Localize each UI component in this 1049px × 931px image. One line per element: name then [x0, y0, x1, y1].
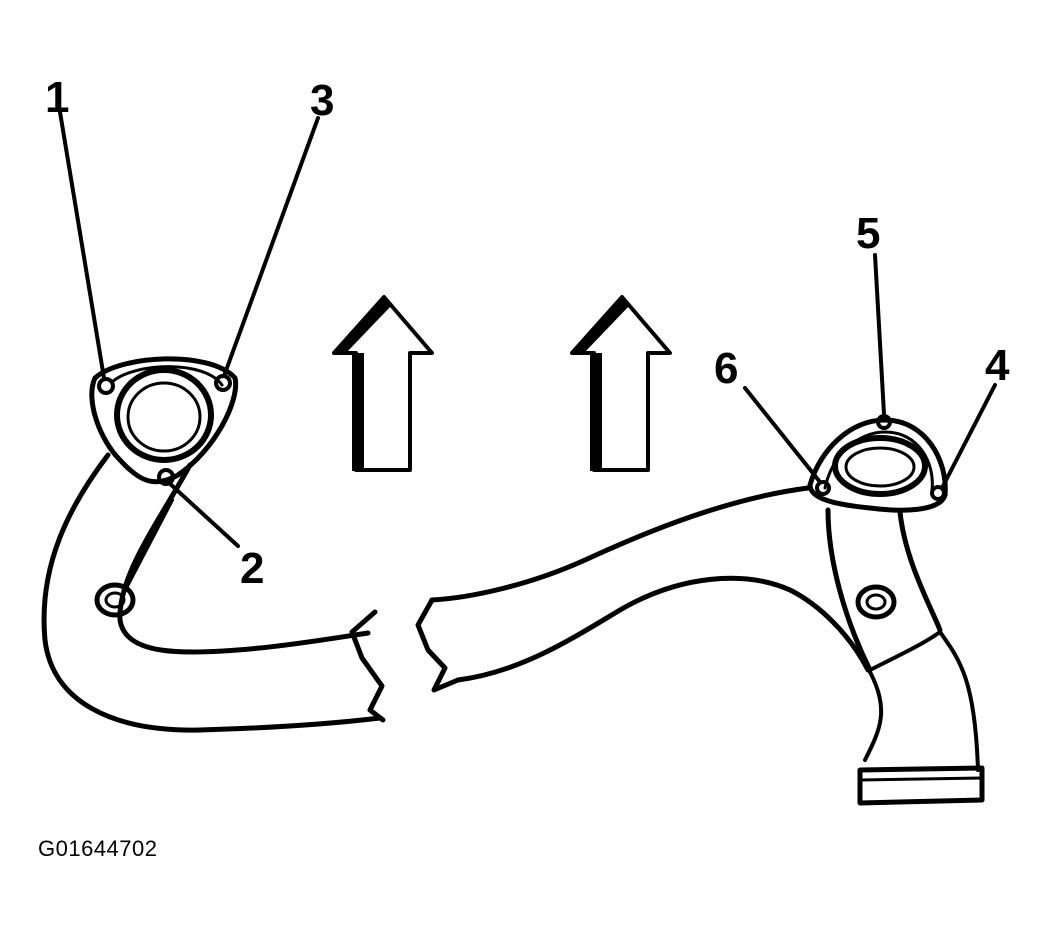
callout-4: 4: [985, 341, 1010, 390]
callout-3: 3: [310, 76, 334, 125]
left-sensor-boss: [94, 582, 136, 618]
right-bolt-hole-6: [815, 480, 831, 496]
left-bolt-hole-3: [214, 374, 232, 392]
right-bolt-hole-4: [930, 485, 946, 501]
up-arrow-right: [570, 295, 672, 472]
callout-1: 1: [45, 73, 69, 122]
left-exhaust-pipe: [41, 356, 386, 733]
callout-6: 6: [714, 344, 738, 393]
up-arrow-left: [332, 295, 434, 472]
left-bolt-hole-1: [97, 377, 115, 395]
left-bolt-hole-2: [157, 468, 175, 486]
left-flange: [89, 356, 239, 485]
right-exhaust-pipe: [415, 414, 985, 806]
left-pipe-opening: [114, 367, 214, 463]
right-sensor-boss: [855, 584, 897, 620]
right-pipe-opening: [832, 435, 928, 497]
callout-5: 5: [856, 209, 880, 258]
right-flange: [807, 417, 948, 513]
leader-lines: [58, 110, 997, 548]
right-outlet: [857, 765, 985, 806]
figure-id: G01644702: [38, 836, 158, 861]
callout-2: 2: [240, 544, 264, 593]
